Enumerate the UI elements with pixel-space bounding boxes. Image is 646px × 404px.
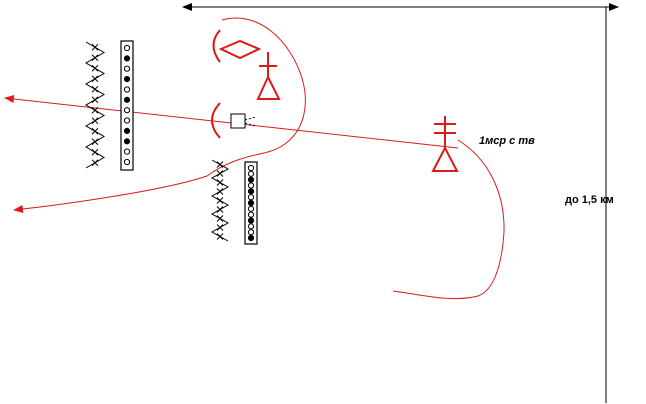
empty-dot: [247, 229, 255, 236]
wire-obstacle-icon: [210, 159, 230, 242]
wire-obstacle-icon: [85, 41, 105, 169]
filled-dot: [247, 188, 255, 195]
range-arrow-icon: [182, 3, 619, 403]
empty-dot: [123, 107, 131, 114]
filled-dot: [123, 76, 131, 83]
empty-dot: [123, 44, 131, 52]
empty-dot: [247, 170, 255, 177]
empty-dot: [247, 164, 255, 172]
distance-label: до 1,5 км: [565, 194, 614, 206]
filled-dot: [247, 176, 255, 183]
filled-dot: [123, 127, 131, 134]
empty-dot: [123, 158, 131, 166]
empty-dot: [247, 205, 255, 212]
commander-post-icon: [431, 116, 459, 172]
empty-dot: [247, 223, 255, 230]
empty-dot: [123, 65, 131, 72]
filled-dot: [247, 217, 255, 224]
filled-dot: [247, 199, 255, 207]
filled-dot: [247, 234, 255, 242]
zone-boundary-right: [392, 139, 505, 300]
barrier-column-left: [120, 40, 134, 171]
bracket-icon: [211, 102, 221, 139]
filled-dot: [123, 55, 131, 62]
zone-boundary: [13, 17, 306, 214]
empty-dot: [123, 86, 131, 93]
unit-label: 1мср с тв: [479, 135, 535, 147]
observation-post-icon: [230, 113, 257, 129]
empty-dot: [247, 194, 255, 201]
empty-dot: [247, 182, 255, 189]
empty-dot: [123, 117, 131, 124]
commander-post-icon: [256, 52, 281, 100]
diamond-icon: [218, 39, 262, 60]
filled-dot: [123, 138, 131, 145]
barrier-column-lower: [244, 161, 258, 245]
filled-dot: [123, 96, 131, 103]
bracket-icon: [212, 29, 221, 63]
empty-dot: [247, 211, 255, 218]
empty-dot: [123, 148, 131, 155]
